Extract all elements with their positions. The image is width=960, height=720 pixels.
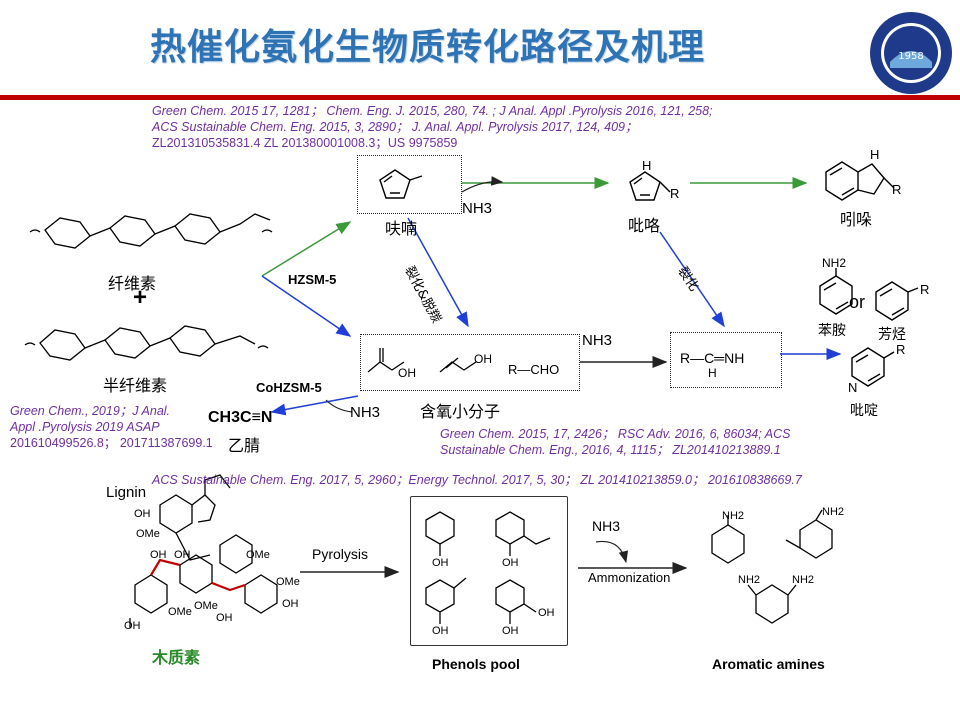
indole-r: R [892, 182, 902, 197]
indole-nh: H [870, 147, 880, 162]
hemicellulose-structure [24, 325, 269, 361]
lignin-oh-3: OH [174, 549, 191, 561]
ref-mid-1: Green Chem. 2015, 17, 2426； RSC Adv. 201… [440, 427, 791, 441]
lignin-oh-2: OH [150, 549, 167, 561]
lignin-ome-3: OMe [276, 576, 300, 588]
aniline-nh2: NH2 [822, 256, 847, 270]
acetonitrile-formula: CH3C≡N [208, 409, 273, 426]
phenols-box [410, 496, 568, 646]
lignin-label: Lignin [106, 484, 147, 501]
page-title: 热催化氨化生物质转化路径及机理 [150, 27, 706, 68]
glycol-oh: OH [474, 352, 492, 366]
phenol-oh-2: OH [502, 557, 519, 569]
lignin-ome-4: OMe [168, 606, 192, 618]
university-logo: 1958 [868, 10, 954, 96]
amine-nh2-2: NH2 [822, 506, 845, 518]
phenol-structures [425, 511, 551, 624]
pyrrole-nh: H [642, 158, 652, 173]
phenol-oh-1: OH [432, 557, 449, 569]
pyrrole-r: R [670, 186, 680, 201]
or-label: or [849, 292, 866, 312]
furan-box [357, 155, 462, 214]
acetol-oh: OH [398, 366, 416, 380]
phenol-oh-4: OH [502, 625, 519, 637]
nh3-cohzsm5: NH3 [350, 404, 381, 421]
hemicellulose-label: 半纤维素 [103, 376, 168, 395]
pyridine-n: N [848, 380, 858, 395]
amine-nh2-3: NH2 [738, 574, 761, 586]
nitrile-h: H [708, 366, 717, 380]
ref-top-3: ZL201310535831.4 ZL 201380001008.3；US 99… [152, 136, 458, 150]
amine-nh2-4: NH2 [792, 574, 815, 586]
logo-year: 1958 [898, 51, 923, 62]
furan-structure [379, 169, 423, 199]
pyridine-label: 吡啶 [850, 403, 878, 419]
nh3-oxygenates: NH3 [582, 332, 613, 349]
lignin-cn-label: 木质素 [152, 648, 201, 667]
furan-label: 呋喃 [385, 219, 418, 238]
pyrolysis-label: Pyrolysis [312, 546, 369, 562]
ref-left-2: Appl .Pyrolysis 2019 ASAP [10, 420, 160, 434]
phenol-oh-5: OH [538, 607, 555, 619]
ammonization-label: Ammonization [588, 570, 671, 585]
lignin-ome-5: OMe [194, 600, 218, 612]
lignin-ome-2: OMe [246, 549, 270, 561]
aniline-label: 苯胺 [818, 323, 846, 339]
aromatics-label: 芳烃 [878, 327, 906, 343]
oxygenates-box [360, 334, 580, 391]
aromatic-structure [875, 281, 919, 321]
aldehyde-label: R—CHO [508, 362, 560, 377]
title-rule [0, 95, 960, 100]
lignin-ome-1: OMe [136, 528, 160, 540]
lignin-oh-5: OH [216, 612, 233, 624]
aniline-structure [819, 268, 853, 315]
lignin-oh-4: OH [282, 598, 299, 610]
cellulose-structure [29, 213, 273, 249]
indole-label: 吲哚 [840, 210, 873, 229]
nitrile-structure: R—C═NH [680, 350, 745, 366]
lignin-oh-1: OH [134, 508, 151, 520]
phenols-pool-label: Phenols pool [432, 656, 520, 672]
pyridine-structure [851, 347, 895, 387]
phenol-oh-3: OH [432, 625, 449, 637]
lignin-oh-6: OH [124, 620, 141, 632]
lignin-structure [129, 474, 278, 628]
plus-sign: + [133, 284, 148, 311]
oxygenates-label: 含氧小分子 [420, 402, 501, 421]
aromatic-r: R [920, 282, 930, 297]
cellulose-label: 纤维素 [108, 274, 157, 293]
ref-top-2: ACS Sustainable Chem. Eng. 2015, 3, 2890… [152, 120, 638, 134]
pyrrole-structure [629, 171, 671, 201]
ref-left-1: Green Chem., 2019；J Anal. [10, 404, 171, 418]
nh3-furan: NH3 [462, 200, 493, 217]
aromatic-amines-label: Aromatic amines [712, 656, 825, 672]
pyrrole-label: 吡咯 [628, 216, 661, 235]
cohzsm5-label: CoHZSM-5 [256, 380, 322, 395]
ref-lower-1: ACS Sustainable Chem. Eng. 2017, 5, 2960… [152, 473, 802, 487]
ref-top-1: Green Chem. 2015 17, 1281； Chem. Eng. J.… [152, 104, 713, 118]
ref-left-3: 201610499526.8； 201711387699.1 [10, 436, 213, 450]
pyridine-r: R [896, 342, 906, 357]
nh3-ammonization: NH3 [592, 518, 621, 534]
hzsm5-label: HZSM-5 [288, 272, 337, 287]
aromatic-amine-structures [711, 509, 833, 624]
indole-structure [825, 161, 895, 201]
nitrile-box [670, 332, 782, 388]
amine-nh2-1: NH2 [722, 510, 745, 522]
ref-mid-2: Sustainable Chem. Eng., 2016, 4, 1115； Z… [440, 443, 781, 457]
oxygenate-structures [367, 348, 477, 373]
acetonitrile-label: 乙腈 [228, 436, 261, 455]
